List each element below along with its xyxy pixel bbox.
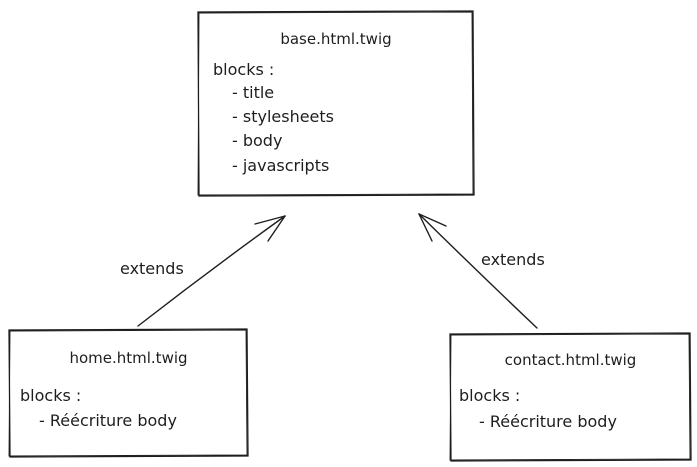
base-block-item: - stylesheets [232, 107, 334, 126]
base-block-item: - title [232, 83, 275, 102]
base-block-item: - javascripts [232, 156, 330, 175]
contact-extends-label: extends [481, 250, 545, 269]
base-template-box: base.html.twig blocks : - title - styles… [198, 11, 474, 196]
contact-template-box: contact.html.twig blocks : - Réécriture … [450, 333, 691, 461]
contact-block-item: - Réécriture body [479, 412, 617, 431]
home-template-box: home.html.twig blocks : - Réécriture bod… [9, 329, 248, 457]
home-extends-arrow [137, 215, 286, 327]
home-extends-label: extends [120, 259, 184, 278]
contact-box-outline [449, 332, 692, 462]
contact-template-title: contact.html.twig [504, 351, 637, 369]
contact-blocks-label: blocks : [459, 386, 521, 405]
home-box-outline [8, 328, 249, 458]
home-template-title: home.html.twig [69, 349, 188, 367]
contact-extends-arrow [418, 213, 538, 329]
base-blocks-label: blocks : [213, 60, 275, 79]
home-block-item: - Réécriture body [39, 411, 177, 430]
base-template-title: base.html.twig [280, 30, 392, 48]
base-box-outline [197, 10, 475, 197]
home-blocks-label: blocks : [20, 386, 82, 405]
base-block-item: - body [232, 131, 283, 150]
